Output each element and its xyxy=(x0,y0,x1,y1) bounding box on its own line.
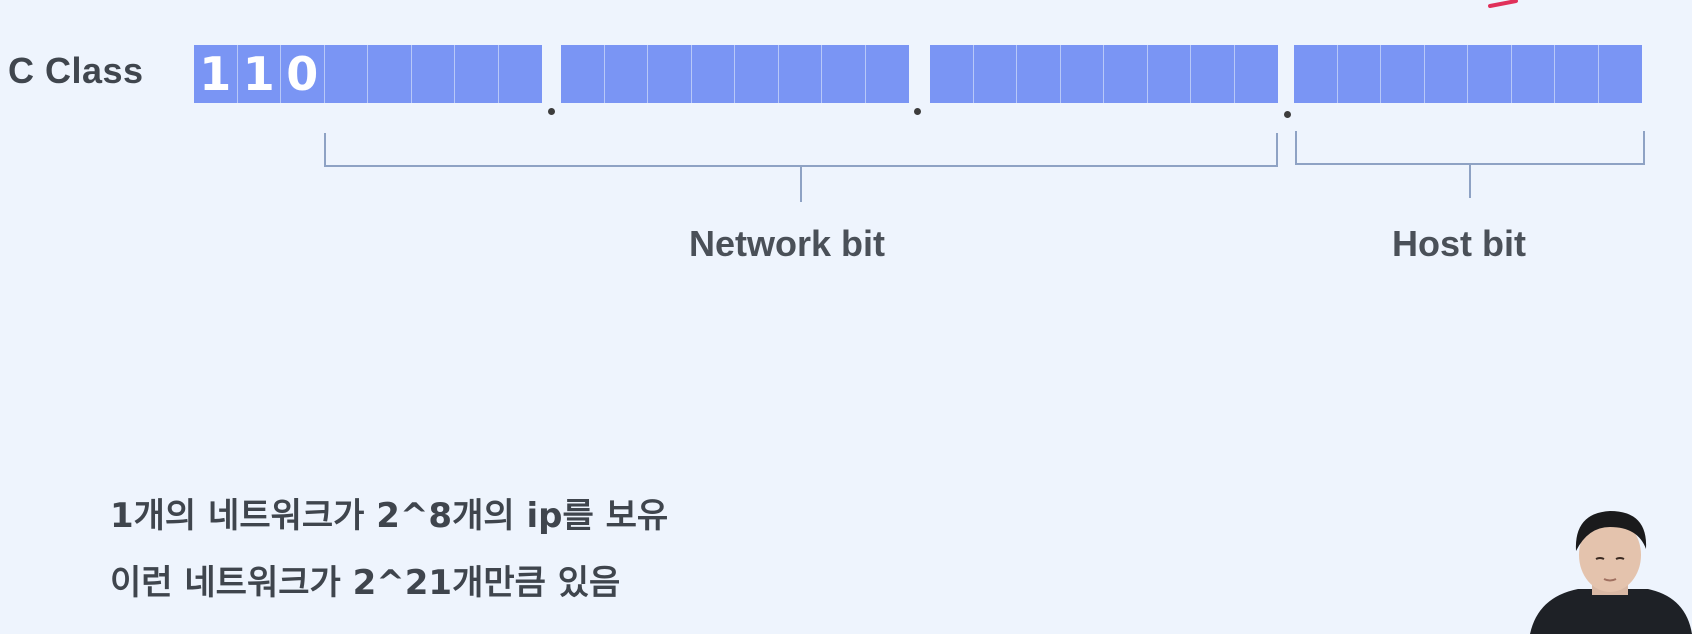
note-line-2: 이런 네트워크가 2^21개만큼 있음 xyxy=(110,563,621,603)
bit-cell xyxy=(411,45,455,103)
note-line-1: 1개의 네트워크가 2^8개의 ip를 보유 xyxy=(110,496,669,536)
octet-3 xyxy=(930,45,1278,103)
octet-1: 1 1 0 xyxy=(194,45,542,103)
pointer-mark-icon xyxy=(1488,0,1518,8)
bit-cell xyxy=(865,45,909,103)
bit-cell xyxy=(1017,45,1061,103)
bit-cell xyxy=(498,45,542,103)
bit-cell xyxy=(1511,45,1555,103)
host-bracket xyxy=(1295,131,1645,198)
bit-cell xyxy=(778,45,822,103)
bit-cell xyxy=(604,45,648,103)
octet-4 xyxy=(1294,45,1642,103)
bit-cell xyxy=(1060,45,1104,103)
bit-cell xyxy=(1468,45,1512,103)
octet-separator-dot xyxy=(914,108,921,115)
bit-cell xyxy=(1337,45,1381,103)
bit-cell xyxy=(930,45,974,103)
bit-cell xyxy=(1191,45,1235,103)
bit-cell xyxy=(1555,45,1599,103)
bit-cell: 1 xyxy=(194,45,238,103)
host-bit-label: Host bit xyxy=(1392,223,1526,264)
bit-cell: 0 xyxy=(281,45,325,103)
class-label: C Class xyxy=(8,50,144,91)
octet-separator-dot xyxy=(1284,111,1291,118)
bit-cell xyxy=(691,45,735,103)
octet-separator-dot xyxy=(548,108,555,115)
bit-cell xyxy=(1294,45,1338,103)
bit-cell xyxy=(1424,45,1468,103)
bit-cell xyxy=(1147,45,1191,103)
bit-cell xyxy=(1234,45,1278,103)
bit-cell xyxy=(561,45,605,103)
network-bracket xyxy=(324,133,1278,202)
bit-cell xyxy=(648,45,692,103)
bit-cell xyxy=(822,45,866,103)
bit-cell xyxy=(1598,45,1642,103)
bit-cell: 1 xyxy=(237,45,281,103)
octet-2 xyxy=(561,45,909,103)
bit-cell xyxy=(1104,45,1148,103)
bit-cell xyxy=(368,45,412,103)
bit-cell xyxy=(324,45,368,103)
bit-cell xyxy=(735,45,779,103)
bit-cell xyxy=(455,45,499,103)
presenter-avatar xyxy=(1530,511,1692,634)
bit-cell xyxy=(973,45,1017,103)
bit-cell xyxy=(1381,45,1425,103)
network-bit-label: Network bit xyxy=(689,223,886,264)
